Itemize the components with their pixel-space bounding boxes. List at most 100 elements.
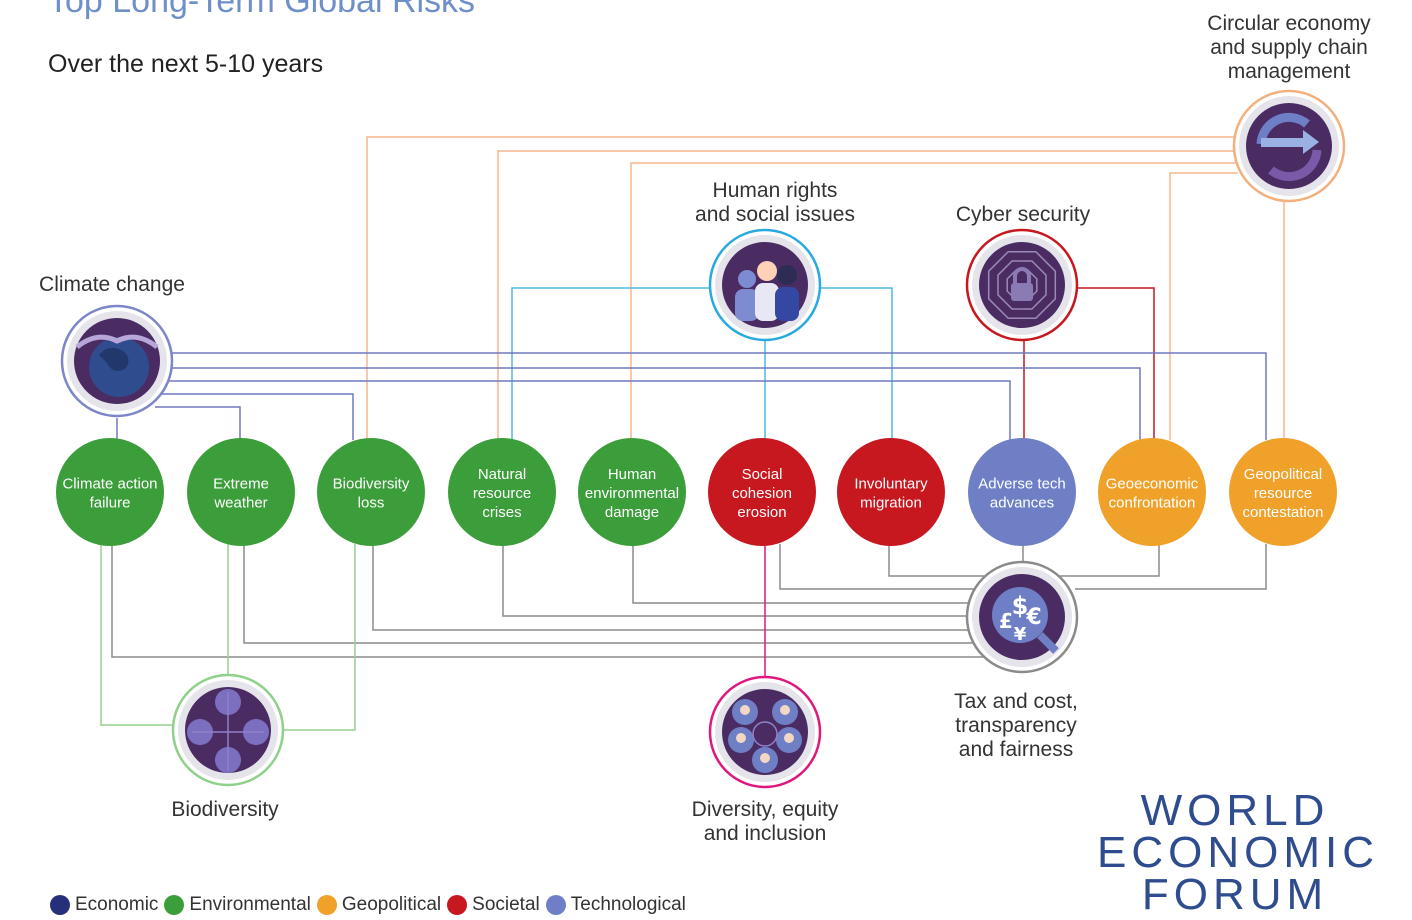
connection-line	[1075, 544, 1267, 590]
topic-cyber-security: Cyber security	[956, 203, 1091, 342]
risk-label-line: resource	[1254, 485, 1312, 502]
risk-circle	[448, 438, 556, 546]
connection-line	[145, 380, 1011, 440]
legend-item-environmental: Environmental	[164, 894, 311, 916]
risk-label-line: Climate action	[62, 476, 157, 493]
risk-label-line: confrontation	[1109, 495, 1196, 512]
connection-line	[145, 393, 354, 440]
risk-node-geoeconomic-confrontation: Geoeconomic confrontation	[1098, 438, 1206, 546]
topic-label-line: Diversity, equity	[692, 798, 839, 821]
svg-text:€: €	[1025, 605, 1041, 630]
wef-logo: WORLD ECONOMIC FORUM	[1097, 786, 1379, 919]
risk-label-line: Geoeconomic	[1106, 476, 1199, 493]
wef-logo-line-1: WORLD	[1140, 786, 1330, 835]
risk-label-line: weather	[213, 495, 267, 512]
risk-circle	[187, 438, 295, 546]
topic-label-line: Cyber security	[956, 203, 1091, 226]
topic-label-line: Tax and cost,	[954, 690, 1078, 713]
connection-line	[630, 162, 1236, 440]
connection-line	[155, 406, 241, 440]
legend-dot-economic	[50, 895, 70, 915]
connection-line	[145, 367, 1141, 440]
risk-label-line: migration	[860, 495, 922, 512]
risk-label-line: Adverse tech	[978, 476, 1066, 493]
circular-arrows-icon	[1246, 103, 1332, 189]
wef-logo-line-2: ECONOMIC	[1097, 828, 1379, 877]
legend-label-technological: Technological	[570, 894, 686, 915]
risk-node-geopolitical-resource-contestation: Geopolitical resource contestation	[1229, 438, 1337, 546]
svg-text:£: £	[999, 609, 1013, 633]
legend-item-economic: Economic	[50, 894, 158, 916]
connection-line	[1078, 287, 1155, 440]
topic-label-line: and inclusion	[704, 822, 827, 845]
legend-label-geopolitical: Geopolitical	[341, 894, 442, 915]
legend-dot-technological	[545, 895, 566, 915]
connection-line	[632, 544, 985, 604]
risk-label-line: failure	[90, 495, 131, 512]
legend-dot-environmental	[164, 895, 185, 915]
connection-lines	[100, 136, 1285, 731]
legend-dot-societal	[447, 895, 468, 915]
risk-label-line: resource	[473, 485, 531, 502]
risk-label-line: cohesion	[732, 485, 792, 502]
risk-circle	[1229, 438, 1337, 546]
risk-label-line: erosion	[737, 504, 786, 521]
topic-label-line: Circular economy	[1207, 12, 1371, 35]
connection-line	[818, 287, 893, 440]
risk-label-line: Biodiversity	[333, 476, 410, 493]
legend-item-geopolitical: Geopolitical	[316, 894, 442, 916]
topic-label-line: and social issues	[695, 203, 855, 226]
padlock-web-icon	[979, 242, 1065, 328]
category-legend: Economic Environmental Geopolitical Soci…	[50, 894, 692, 916]
risk-nodes: Climate action failure Extreme weather Biodi…	[56, 438, 1337, 546]
risk-label-line: crises	[482, 504, 521, 521]
legend-label-economic: Economic	[75, 894, 159, 915]
topic-label-line: Climate change	[39, 273, 185, 296]
risk-label-line: Involuntary	[854, 476, 928, 493]
globe-icon	[74, 318, 160, 404]
topic-label-line: Biodiversity	[171, 798, 279, 821]
connection-line	[243, 544, 980, 644]
svg-text:$: $	[1012, 592, 1029, 620]
diverse-people-icon	[722, 689, 808, 775]
topic-label-line: and fairness	[959, 738, 1073, 761]
topic-label-line: transparency	[955, 714, 1077, 737]
risk-circle	[317, 438, 425, 546]
connection-line	[502, 544, 972, 617]
risk-label-line: Social	[742, 466, 783, 483]
page-title: Top Long-Term Global Risks	[48, 0, 476, 20]
people-group-icon	[722, 242, 808, 328]
legend-item-technological: Technological	[545, 894, 686, 916]
risk-node-involuntary-migration: Involuntary migration	[837, 438, 945, 546]
currency-magnifier-icon: $€£¥	[979, 574, 1065, 660]
topic-label-line: and supply chain	[1210, 36, 1368, 59]
connection-line	[111, 544, 1000, 658]
risk-label-line: damage	[605, 504, 659, 521]
page-subtitle: Over the next 5-10 years	[48, 50, 324, 78]
risk-circle	[1098, 438, 1206, 546]
connection-line	[145, 352, 1267, 440]
risk-label-line: Geopolitical	[1244, 466, 1322, 483]
connection-line	[366, 136, 1240, 440]
risk-circle	[56, 438, 164, 546]
legend-label-societal: Societal	[472, 894, 540, 915]
risk-node-climate-action-failure: Climate action failure	[56, 438, 164, 546]
connection-line	[779, 544, 985, 590]
risk-node-extreme-weather: Extreme weather	[187, 438, 295, 546]
connection-line	[1169, 172, 1238, 440]
risk-label-line: Extreme	[213, 476, 269, 493]
connection-line	[100, 544, 175, 726]
wef-logo-line-3: FORUM	[1141, 870, 1329, 919]
risk-node-social-cohesion-erosion: Social cohesion erosion	[708, 438, 816, 546]
legend-label-environmental: Environmental	[189, 894, 311, 915]
topic-climate-change: Climate change	[39, 273, 185, 418]
risk-label-line: contestation	[1243, 504, 1324, 521]
risk-label-line: environmental	[585, 485, 679, 502]
